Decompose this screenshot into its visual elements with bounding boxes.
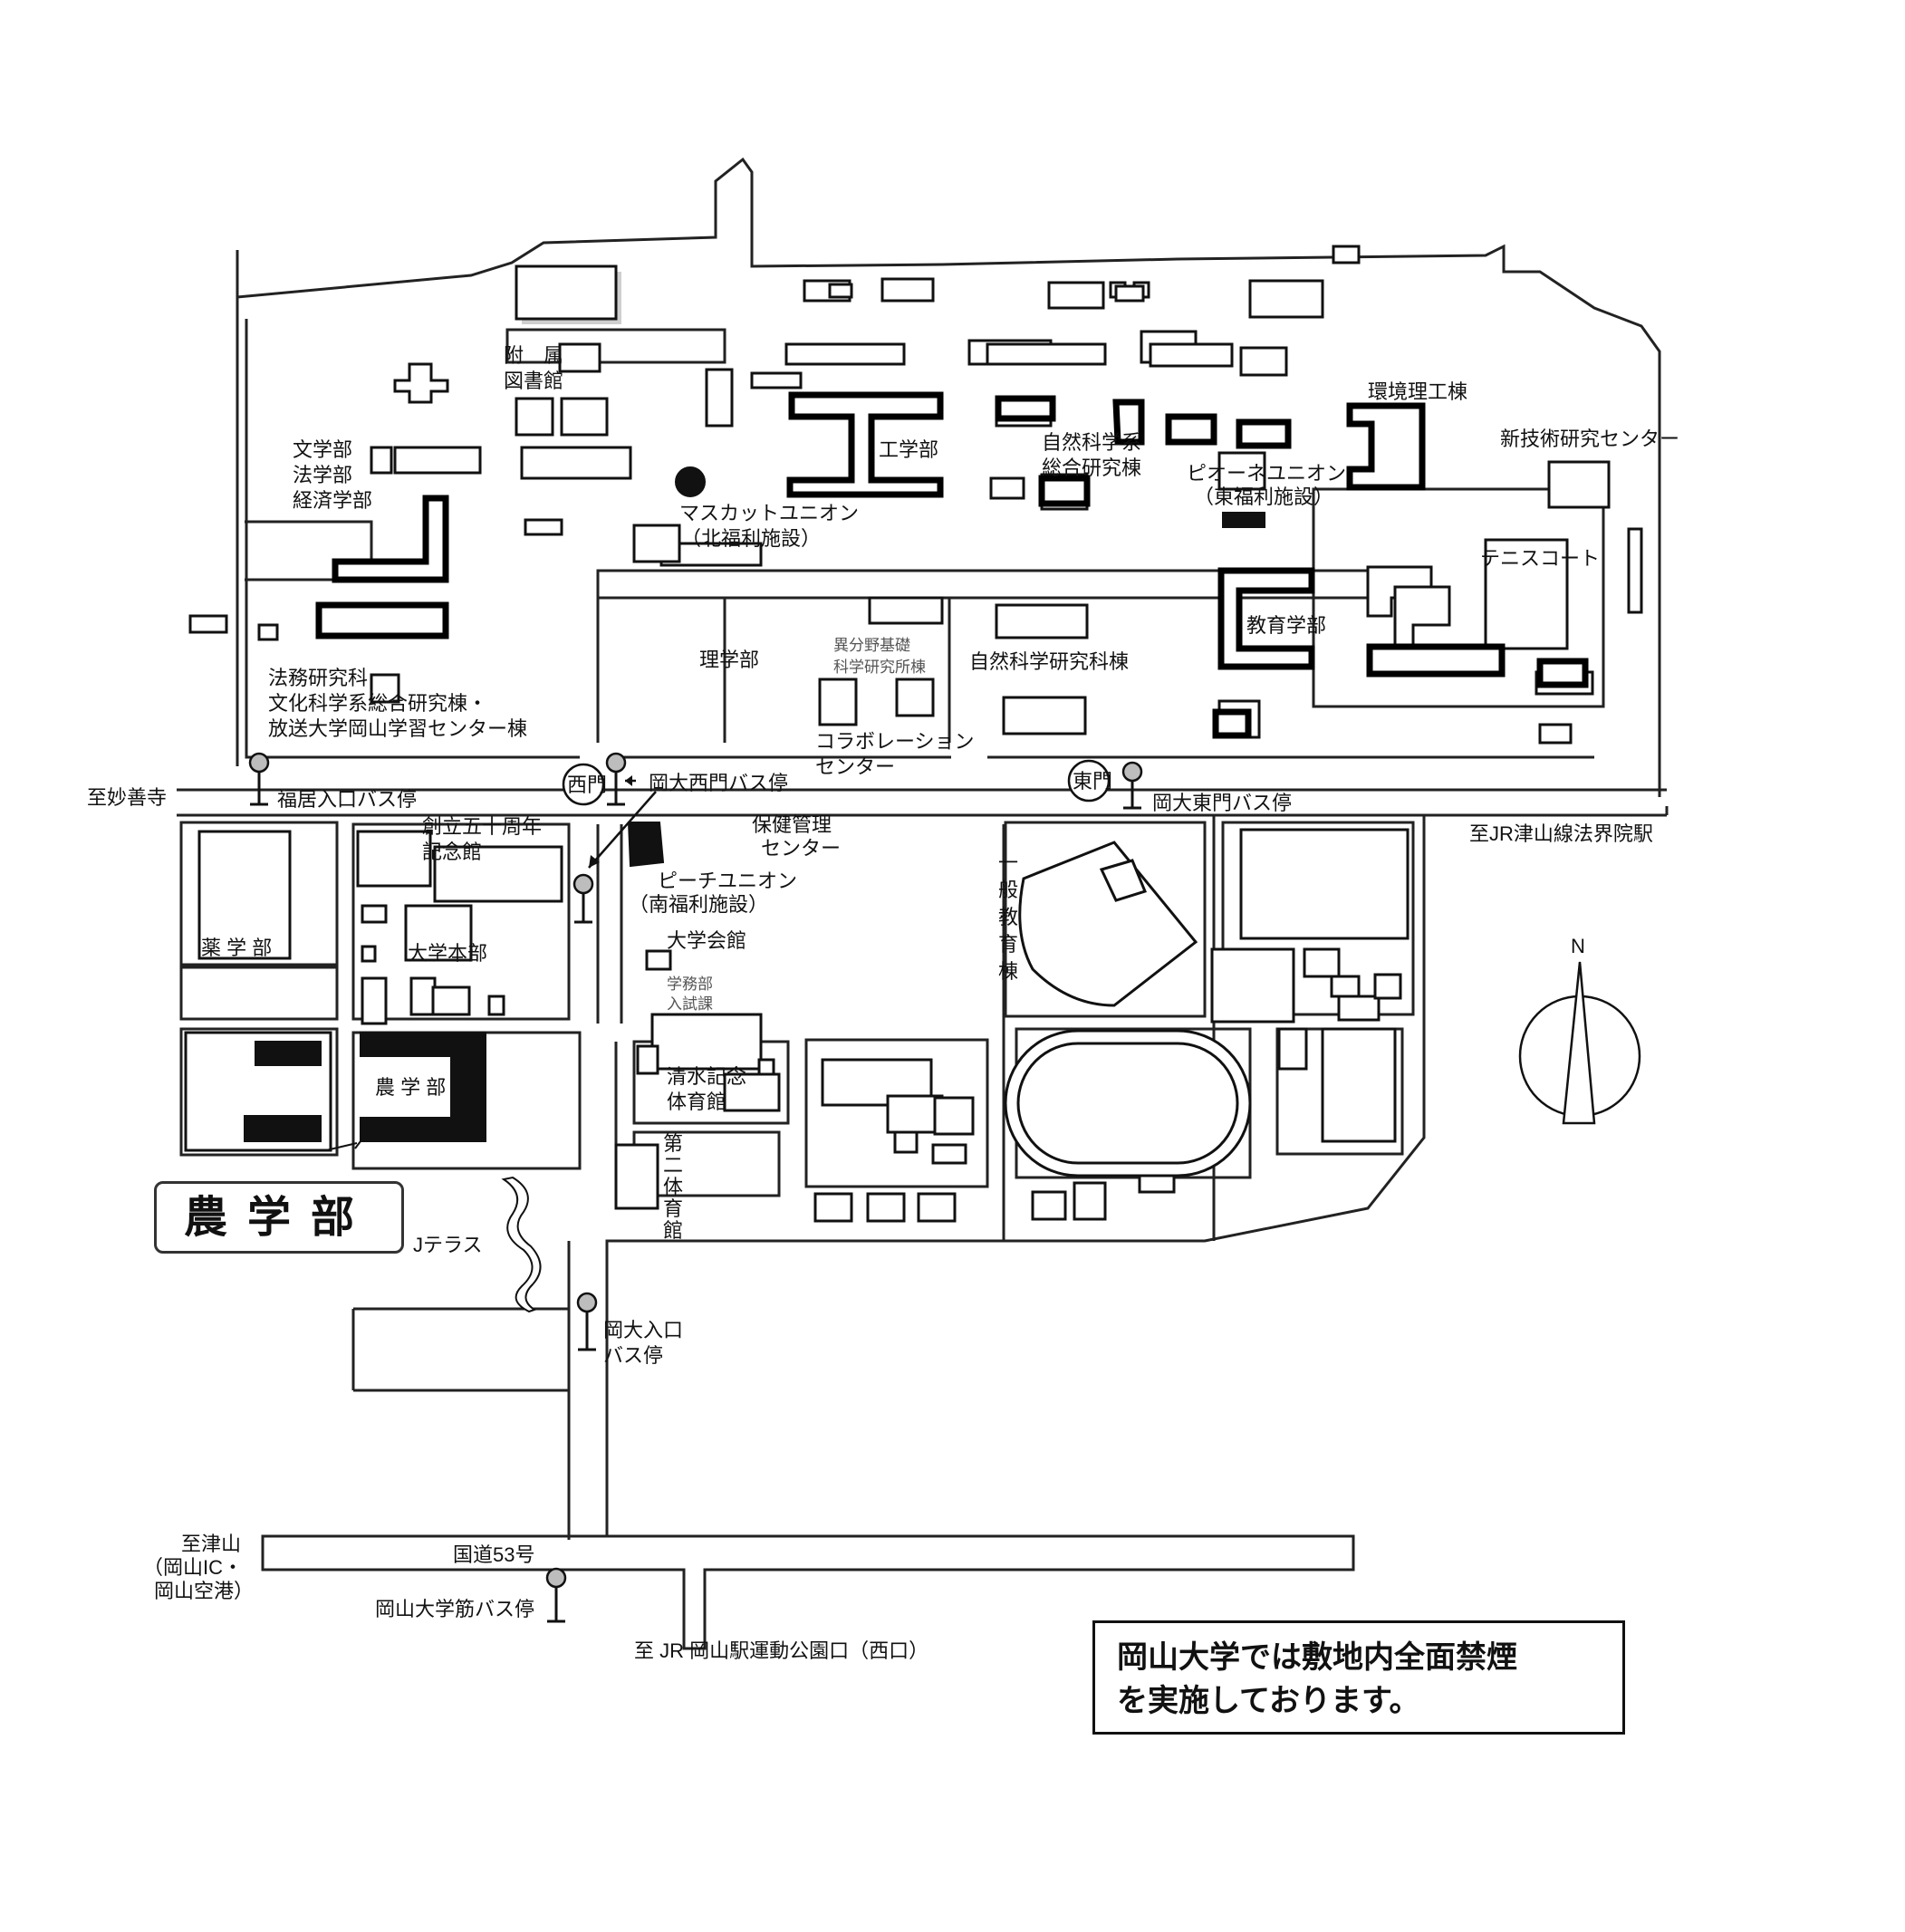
west-gate-label: 西門	[567, 774, 607, 796]
muscat-union-sub-label: （北福利施設）	[681, 527, 821, 550]
general-ed-label-5: 棟	[998, 960, 1018, 983]
peach-union-label: ピーチユニオン	[658, 870, 797, 892]
notice-line-1: 岡山大学では敷地内全面禁煙	[1117, 1639, 1517, 1676]
major-buildings	[315, 391, 1589, 739]
engineering-label: 工学部	[879, 438, 938, 461]
law-school-label-2: 文化科学系総合研究棟・	[268, 692, 487, 715]
jterrace-label: Jテラス	[413, 1234, 483, 1256]
law-school-label-1: 法務研究科	[268, 667, 368, 689]
no-smoking-notice: 岡山大学では敷地内全面禁煙 を実施しております。	[1092, 1620, 1625, 1735]
health-label-1: 保健管理	[752, 813, 832, 836]
founding-label-2: 記念館	[422, 841, 482, 863]
env-eng-label: 環境理工棟	[1368, 380, 1467, 403]
hq-label: 大学本部	[408, 942, 487, 965]
pione-union-sub-label: （東福利施設）	[1194, 485, 1333, 508]
tennis-court-label: テニスコート	[1480, 547, 1600, 570]
bus-stop-icon	[1121, 761, 1143, 810]
bus-stop-fukui-label: 福居入口バス停	[277, 788, 417, 811]
shimizu-gym-label-2: 体育館	[667, 1091, 726, 1113]
notice-line-2: を実施しております。	[1117, 1683, 1420, 1719]
labels: 附 属 図書館 文学部 法学部 経済学部 工学部 マスカットユニオン （北福利施…	[87, 344, 1679, 1662]
humanities-label-1: 文学部	[293, 438, 352, 461]
natsci-sogo-label-1: 自然科学系	[1042, 431, 1141, 454]
direction-tsuyama-1: 至津山	[181, 1533, 241, 1555]
science-label: 理学部	[699, 649, 759, 671]
bus-stop-nishimon-label: 岡大西門バス停	[649, 772, 788, 794]
route-53-label: 国道53号	[453, 1543, 534, 1566]
bus-stop-higashimon-label: 岡大東門バス停	[1152, 792, 1292, 814]
natsci-sogo-label-2: 総合研究棟	[1042, 457, 1141, 479]
second-gym-label-4: 育	[663, 1197, 683, 1220]
library-label-2: 図書館	[504, 370, 563, 392]
humanities-label-2: 法学部	[293, 464, 352, 486]
general-ed-label-4: 育	[998, 933, 1018, 956]
compass-north-label: N	[1571, 935, 1585, 957]
founding-label-1: 創立五十周年	[422, 815, 542, 838]
general-ed-label-1: 一	[998, 851, 1018, 874]
bus-stop-icon	[605, 752, 627, 806]
new-tech-label: 新技術研究センター	[1500, 428, 1679, 450]
ibunya-label-1: 異分野基礎	[833, 637, 910, 654]
library-label-1: 附 属	[504, 344, 563, 367]
student-affairs-label-2: 入試課	[667, 995, 713, 1013]
direction-tsuyama-2: （岡山IC・	[143, 1556, 243, 1579]
jterrace-path	[501, 1176, 542, 1313]
general-ed-label-3: 教	[998, 906, 1018, 928]
collab-label-2: センター	[815, 755, 895, 778]
direction-myozenji: 至妙善寺	[87, 786, 167, 809]
peach-union-sub-label: （南福利施設）	[629, 893, 768, 916]
education-label: 教育学部	[1246, 614, 1326, 637]
pione-union-label: ピオーネユニオン	[1187, 462, 1346, 485]
agriculture-map-label: 農 学 部	[375, 1076, 446, 1099]
second-gym-label-2: 二	[663, 1154, 683, 1177]
health-label-2: センター	[761, 837, 841, 860]
collab-label-1: コラボレーション	[815, 730, 975, 753]
ibunya-label-2: 科学研究所棟	[833, 658, 926, 676]
second-gym-label-1: 第	[663, 1132, 683, 1155]
second-gym-label-3: 体	[663, 1176, 683, 1198]
bus-stop-iriguchi-label-1: 岡大入口	[603, 1319, 683, 1341]
bus-stop-iriguchi-label-2: バス停	[603, 1344, 663, 1367]
gates: 西門 東門	[562, 759, 1112, 806]
student-affairs-label-1: 学務部	[667, 976, 713, 993]
bus-stop-pins	[248, 752, 1143, 1623]
second-gym-label-5: 館	[663, 1219, 683, 1242]
shimizu-gym-label-1: 清水記念	[667, 1065, 746, 1088]
pharmacy-label: 薬 学 部	[201, 937, 272, 959]
bus-stop-icon	[576, 1292, 598, 1351]
direction-hoin: 至JR津山線法界院駅	[1469, 822, 1653, 845]
bus-stop-icon	[572, 873, 594, 924]
bus-stop-icon	[545, 1567, 567, 1623]
humanities-label-3: 経済学部	[293, 489, 372, 512]
bus-stop-suji-label: 岡山大学筋バス停	[375, 1598, 534, 1620]
sports-fields	[1004, 841, 1252, 1177]
natsci-lab-label: 自然科学研究科棟	[969, 650, 1129, 673]
direction-okayama-station: 至 JR 岡山駅運動公園口（西口）	[634, 1639, 928, 1662]
bus-stop-icon	[248, 752, 270, 806]
direction-tsuyama-3: 岡山空港）	[154, 1580, 254, 1602]
law-school-label-3: 放送大学岡山学習センター棟	[268, 717, 527, 740]
hall-label: 大学会館	[667, 929, 746, 952]
muscat-union-label: マスカットユニオン	[679, 502, 859, 524]
east-gate-label: 東門	[1073, 770, 1112, 793]
faculty-title-box: 農学部	[154, 1181, 404, 1254]
solid-buildings	[244, 466, 1265, 1142]
general-ed-label-2: 般	[998, 879, 1018, 901]
compass: N	[1518, 935, 1641, 1125]
